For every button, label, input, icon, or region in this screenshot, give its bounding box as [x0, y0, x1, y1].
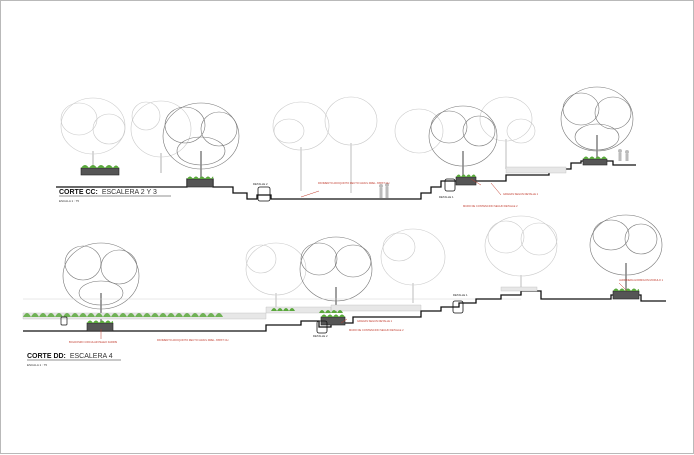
planter-shrubs-left-dd: [87, 320, 113, 323]
scale-cc: ESCALA 1 : 75: [59, 199, 79, 203]
background-trees-dd: [245, 215, 558, 313]
note-dd-4: GRADAS SEGUN DETALLE 1: [357, 319, 393, 323]
planter-shrubs-center-dd: [321, 314, 345, 317]
note-cc-4: GRADAS SEGUN DETALLE 1: [503, 192, 539, 196]
planter-left-dd: [86, 322, 114, 332]
ground-profile-cc: [56, 160, 636, 200]
note-dd-1: PAVIMENTO ADOQUINTO RECTO GRAVL DREL. 8X…: [157, 338, 229, 342]
shrubs-row-dd: [23, 308, 343, 317]
planter-far-right-cc: [582, 158, 608, 166]
leaders-cc: [300, 178, 502, 198]
detail-box-dd-1: [316, 320, 328, 334]
leaders-dd: [100, 282, 628, 339]
planter-right-cc: [455, 176, 477, 186]
detail-box-cc-1: [257, 186, 271, 202]
note-cc-0: PAVIMENTO ADOQUINTO RECTO GRAVL DREL. 8X…: [318, 181, 390, 185]
planter-left-cc: [80, 167, 120, 176]
note-cc-2: DETALLE 1: [439, 195, 454, 199]
bollard-marker-dd: [60, 316, 68, 326]
shrubs-center-cc: [187, 176, 214, 179]
section-title-cc: CORTE CC: ESCALERA 2 Y 3: [59, 189, 157, 196]
paving-strip-cc: [505, 166, 567, 174]
section-title-dd: CORTE DD: ESCALERA 4: [27, 353, 113, 360]
background-trees-cc: [60, 96, 536, 193]
people-figures-cc: [379, 149, 629, 198]
main-trees-cc: [162, 86, 634, 179]
note-cc-1: DETALLE 2: [253, 182, 268, 186]
detail-box-cc-2: [444, 178, 456, 192]
note-dd-3: DETALLE 1: [453, 293, 468, 297]
note-dd-2: DETALLE 2: [313, 334, 328, 338]
shrubs-right-cc: [456, 174, 476, 177]
scale-dd: ESCALA 1 : 75: [27, 363, 47, 367]
ground-profile-dd: [23, 290, 666, 332]
detail-box-dd-2: [452, 300, 464, 314]
note-cc-3: MURO DE CONTENCION SEGUN DETALLE 2: [463, 204, 518, 208]
shrubs-left-cc: [81, 165, 119, 168]
note-dd-6: JARDINERA HORMIGON MODULO 1: [619, 278, 664, 282]
planter-right-dd: [612, 290, 640, 300]
note-dd-0: BOLDOSRO CIRCULAR PELEO FARRIS: [69, 340, 117, 344]
paving-strip-dd: [500, 286, 538, 292]
note-dd-5: MURO DE CONTENCION SEGUN DETALLE 2: [349, 328, 404, 332]
planter-center-cc: [186, 178, 214, 188]
shrubs-far-right-cc: [583, 156, 607, 159]
